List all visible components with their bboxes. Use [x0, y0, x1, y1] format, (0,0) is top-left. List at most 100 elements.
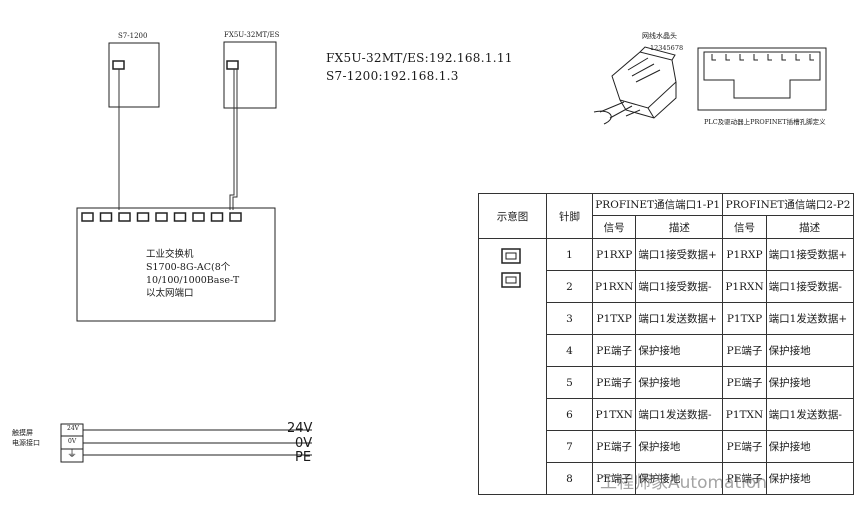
pin-cell: 7: [546, 430, 593, 463]
col-diagram-header: 示意图: [478, 193, 547, 239]
power-device-label-2: 电源接口: [12, 439, 40, 447]
p1-desc-cell: 保护接地: [635, 334, 724, 367]
p2-signal-cell: PE端子: [722, 430, 767, 463]
col-pin-header: 针脚: [546, 193, 593, 239]
p1-desc-cell: 保护接地: [635, 430, 724, 463]
socket-pin: [767, 54, 772, 61]
power-device-label: 触摸屏: [12, 429, 33, 437]
pin-cell: 5: [546, 366, 593, 399]
watermark: 工程师家Automation: [600, 473, 768, 493]
p1-signal-cell: P1TXP: [591, 302, 637, 335]
cable-fx5u-to-switch: [229, 69, 235, 210]
socket-pin: [781, 54, 786, 61]
p1-signal-cell: P1RXP: [591, 238, 637, 271]
profinet-pin-table: 示意图 针脚 PROFINET通信端口1-P1 PROFINET通信端口2-P2…: [478, 193, 854, 495]
socket-pins: [711, 54, 814, 61]
s7-1200-label: S7-1200: [118, 32, 148, 40]
switch-description: 工业交换机 S1700-8G-AC(8个 10/100/1000Base-T 以…: [146, 248, 239, 300]
ip-fx5u: FX5U-32MT/ES:192.168.1.11: [326, 51, 513, 65]
p1-signal-cell: P1RXN: [591, 270, 637, 303]
rj45-caption: PLC及驱动器上PROFINET插槽孔脚定义: [704, 118, 826, 126]
p1-desc-cell: 保护接地: [635, 366, 724, 399]
pin-cell: 8: [546, 462, 593, 495]
fx5u-box: [223, 41, 277, 109]
p2-signal-cell: PE端子: [722, 334, 767, 367]
p2-signal-cell: P1TXN: [722, 398, 767, 431]
port2-header: PROFINET通信端口2-P2: [722, 193, 854, 216]
p2-desc-cell: 保护接地: [765, 334, 854, 367]
pin-cell: 3: [546, 302, 593, 335]
p2-signal-cell: PE端子: [722, 366, 767, 399]
switch-ports: [81, 212, 242, 222]
p2-signal-cell: P1RXP: [722, 238, 767, 271]
pin-cell: 4: [546, 334, 593, 367]
socket-pin: [795, 54, 800, 61]
switch-line: S1700-8G-AC(8个: [146, 262, 231, 273]
power-label-24v: 24V: [287, 421, 313, 436]
p1-signal-cell: PE端子: [591, 334, 637, 367]
terminal-0v: 0V: [68, 438, 77, 445]
switch-port: [81, 212, 94, 222]
pin-cell: 1: [546, 238, 593, 271]
switch-port: [155, 212, 168, 222]
switch-port: [192, 212, 205, 222]
p1-signal-header: 信号: [591, 215, 637, 239]
p2-desc-cell: 端口1接受数据+: [765, 238, 854, 271]
p2-desc-cell: 保护接地: [765, 430, 854, 463]
p2-desc-cell: 保护接地: [765, 462, 854, 495]
p2-desc-cell: 端口1发送数据-: [765, 398, 854, 431]
power-label-pe: PE: [295, 450, 312, 465]
fx5u-label: FX5U-32MT/ES: [224, 31, 280, 39]
socket-pin: [725, 54, 730, 61]
switch-box: [76, 207, 276, 322]
p1-signal-cell: PE端子: [591, 462, 637, 495]
s7-1200-port: [112, 60, 125, 70]
switch-line: 10/100/1000Base-T: [146, 275, 240, 286]
ground-icon: ⏚: [67, 449, 77, 460]
p1-signal-cell: PE端子: [591, 430, 637, 463]
p2-desc-header: 描述: [765, 215, 854, 239]
socket-pin: [753, 54, 758, 61]
port1-header: PROFINET通信端口1-P1: [591, 193, 724, 216]
switch-port: [118, 212, 131, 222]
power-label-0v: 0V: [295, 436, 313, 451]
port-diagram-cell: [478, 238, 547, 495]
pin-cell: 2: [546, 270, 593, 303]
switch-port: [99, 212, 113, 222]
rj45-socket-drawing: [697, 47, 827, 111]
p1-desc-cell: 端口1发送数据+: [635, 302, 724, 335]
s7-1200-box: [108, 42, 160, 108]
fx5u-port: [226, 60, 239, 70]
p2-desc-cell: 保护接地: [765, 366, 854, 399]
p1-signal-cell: PE端子: [591, 366, 637, 399]
p2-signal-cell: P1RXN: [722, 270, 767, 303]
p1-desc-cell: 端口1发送数据-: [635, 398, 724, 431]
rj45-plug-drawing: [593, 46, 677, 125]
pin-cell: 6: [546, 398, 593, 431]
p1-signal-cell: P1TXN: [591, 398, 637, 431]
p2-desc-cell: 端口1发送数据+: [765, 302, 854, 335]
terminal-24v: 24V: [67, 425, 79, 432]
switch-port: [136, 212, 150, 222]
switch-port: [229, 212, 242, 222]
switch-line: 以太网端口: [146, 288, 194, 299]
rj45-pin-numbers: 12345678: [650, 44, 684, 52]
switch-port: [210, 212, 224, 222]
p2-signal-header: 信号: [722, 215, 767, 239]
p1-desc-cell: 端口1接受数据+: [635, 238, 724, 271]
socket-pin: [711, 54, 716, 61]
p2-signal-cell: P1TXP: [722, 302, 767, 335]
p2-desc-cell: 端口1接受数据-: [765, 270, 854, 303]
rj45-plug-label: 网线水晶头: [642, 32, 677, 40]
p2-signal-cell: PE端子: [722, 462, 767, 495]
p1-desc-cell: 端口1接受数据-: [635, 270, 724, 303]
socket-pin: [739, 54, 744, 61]
socket-pin: [809, 54, 814, 61]
ip-s7-1200: S7-1200:192.168.1.3: [326, 69, 459, 83]
